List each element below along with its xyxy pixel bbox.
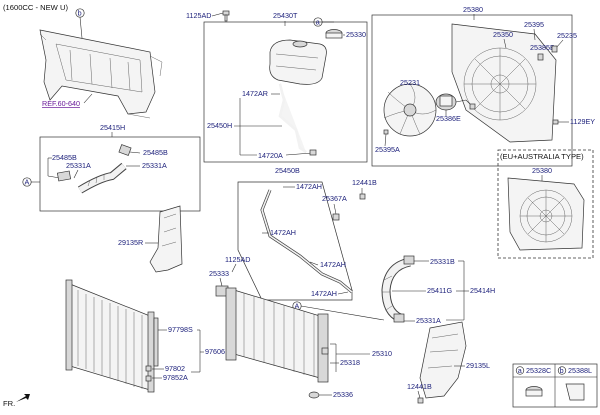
bolt-97852A	[145, 375, 152, 382]
air-guard-29135R	[149, 205, 183, 273]
label-25415H: 25415H	[100, 123, 125, 132]
fan-shroud-25350	[451, 23, 557, 143]
label-1472AH-d: 1472AH	[311, 289, 337, 298]
radiator-support-frame	[39, 29, 163, 119]
upper-hose-25414H	[381, 255, 415, 323]
legend-b-code: 25388L	[568, 366, 592, 375]
label-25333: 25333	[209, 269, 229, 278]
label-1472AR: 1472AR	[242, 89, 268, 98]
legend-a-badge	[515, 366, 525, 375]
label-25485B-left: 25485B	[52, 153, 77, 162]
label-97606: 97606	[205, 347, 225, 356]
label-1472AH-a: 1472AH	[296, 182, 322, 191]
air-guard-29135L	[419, 321, 467, 399]
fan-group-box	[371, 14, 573, 167]
front-arrow-icon	[16, 394, 30, 402]
label-29135R: 29135R	[118, 238, 143, 247]
label-25235: 25235	[557, 31, 577, 40]
reservoir-tank	[269, 39, 327, 85]
svg-text:a: a	[316, 18, 320, 27]
label-25331A-right: 25331A	[142, 161, 167, 170]
reservoir-group-box	[203, 21, 368, 163]
label-25336: 25336	[333, 390, 353, 399]
label-25450B: 25450B	[275, 166, 300, 175]
label-25414H: 25414H	[470, 286, 495, 295]
svg-text:b: b	[560, 366, 564, 375]
bolt-1125AD	[222, 10, 230, 22]
label-25385B: 25385B	[530, 43, 555, 52]
label-25411G: 25411G	[427, 286, 452, 295]
label-1129EY: 1129EY	[570, 117, 595, 126]
svg-text:A: A	[25, 178, 30, 187]
label-25386E: 25386E	[436, 114, 461, 123]
label-1472AH-c: 1472AH	[320, 260, 346, 269]
label-12441B-bot: 12441B	[407, 382, 432, 391]
label-25395: 25395	[524, 20, 544, 29]
label-25350: 25350	[493, 30, 513, 39]
model-header: (1600CC - NEW U)	[3, 3, 68, 12]
label-1472AH-b: 1472AH	[270, 228, 296, 237]
label-25430T: 25430T	[273, 11, 298, 20]
label-25331B: 25331B	[430, 257, 455, 266]
reservoir-cap-25330	[325, 29, 343, 39]
bolt-97802	[145, 365, 152, 372]
label-14720A: 14720A	[258, 151, 283, 160]
label-97802: 97802	[165, 364, 185, 373]
pad-25388L-icon	[565, 383, 585, 401]
label-25330: 25330	[346, 30, 366, 39]
hose-routing-box	[237, 181, 353, 301]
ref-link[interactable]: REF.60-640	[42, 99, 80, 108]
label-25450H: 25450H	[207, 121, 232, 130]
bolt-12441B-top	[359, 193, 366, 200]
fan-shroud-eu	[507, 177, 585, 251]
svg-text:a: a	[518, 366, 522, 375]
resistor-25235	[551, 45, 558, 53]
label-25367A: 25367A	[322, 194, 347, 203]
label-25310: 25310	[372, 349, 392, 358]
label-25380: 25380	[463, 5, 483, 14]
label-97852A: 97852A	[163, 373, 188, 382]
label-97798S: 97798S	[168, 325, 193, 334]
hose-group-box	[39, 136, 201, 212]
callout-b-letter: b	[78, 9, 82, 18]
legend-a-code: 25328C	[526, 366, 551, 375]
label-25395A: 25395A	[375, 145, 400, 154]
eu-variant-title: (EU+AUSTRALIA TYPE)	[500, 152, 584, 161]
svg-text:A: A	[295, 302, 300, 311]
legend-table: a 25328C b 25388L	[512, 363, 598, 408]
label-25331A-mid: 25331A	[416, 316, 441, 325]
front-direction-label: FR.	[3, 399, 15, 408]
label-12441B-top: 12441B	[352, 178, 377, 187]
radiator-25310	[225, 287, 329, 383]
lower-hose-25415H	[56, 144, 132, 194]
label-1125AD-top: 1125AD	[186, 11, 211, 20]
label-25485B-right: 25485B	[143, 148, 168, 157]
eu-variant-box	[497, 149, 594, 259]
bolt-1129EY	[552, 119, 559, 125]
label-25231: 25231	[400, 78, 420, 87]
clip-25395A	[383, 129, 389, 135]
legend-b-badge	[557, 366, 567, 375]
label-29135L: 29135L	[466, 361, 490, 370]
label-1125AD-mid: 1125AD	[225, 255, 250, 264]
label-25318: 25318	[340, 358, 360, 367]
clamp-14720A	[309, 149, 317, 156]
connector-25385B	[537, 53, 544, 61]
condenser-97606	[65, 279, 159, 393]
label-25331A-left: 25331A	[66, 161, 91, 170]
fan-blade-25231	[383, 83, 437, 137]
clip-25367A	[332, 213, 340, 221]
mount-25336	[308, 391, 320, 399]
label-25380-eu: 25380	[532, 166, 552, 175]
bolt-12441B-bot	[417, 397, 424, 404]
